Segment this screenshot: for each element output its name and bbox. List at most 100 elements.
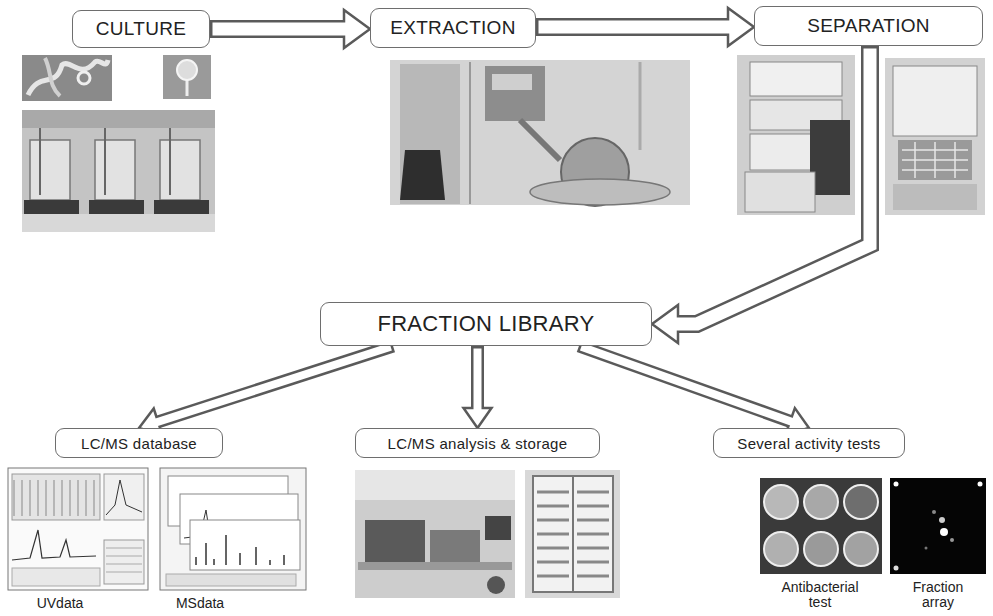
block-arrow (464, 346, 492, 428)
block-arrow (652, 46, 870, 343)
lab-photo-part (430, 530, 480, 562)
fraction-array-photo-part (978, 482, 983, 487)
evaporator-photo-part (485, 66, 545, 121)
well-plate-photo-part (844, 485, 878, 519)
sem-photo-part (28, 60, 108, 95)
output-box: Several activity tests (713, 428, 905, 458)
fraction-array-photo-part (940, 528, 948, 536)
uv-screenshot-part (104, 474, 144, 520)
box-title: LC/MS analysis & storage (388, 435, 568, 452)
stage-box: CULTURE (72, 10, 210, 48)
fermenter-photo-part (22, 110, 215, 128)
output-box: LC/MS analysis & storage (355, 428, 600, 458)
evaporator-photo (390, 60, 690, 206)
storage-photo-part (572, 476, 574, 592)
fraction-array-photo-part (950, 538, 954, 542)
fungus-photo (163, 55, 211, 99)
evaporator-photo-part (639, 62, 642, 150)
fermenter-photo-part (169, 128, 171, 195)
fermenter-photo (22, 110, 215, 232)
evaporator-photo-part (400, 64, 460, 204)
well-plate-photo (760, 478, 882, 574)
box-title: SEPARATION (807, 15, 930, 37)
well-plate-photo-part (760, 478, 882, 574)
fermenter-photo-part (104, 128, 106, 195)
fermenter-photo-part (95, 140, 135, 200)
evaporator-photo-part (492, 74, 532, 90)
collector-photo-part (893, 66, 977, 136)
box-title: Several activity tests (737, 435, 880, 452)
uv-screenshot-part (14, 480, 94, 516)
arrow-head (344, 10, 370, 48)
block-arrow (210, 10, 370, 48)
sem-photo-part (45, 58, 60, 96)
arrow-hollow (474, 349, 482, 412)
stage-box: SEPARATION (754, 6, 983, 46)
well-plate-photo-part (804, 485, 838, 519)
lab-photo (355, 470, 515, 598)
uv-screenshot-part (12, 474, 100, 520)
uv-screenshot-part (8, 468, 148, 590)
fraction-array-photo-part (939, 517, 945, 523)
sem-photo-part (78, 72, 90, 84)
fraction-array-photo (890, 478, 986, 574)
well-plate-photo-part (804, 532, 838, 566)
block-arrow (536, 8, 754, 46)
library-box: FRACTION LIBRARY (320, 302, 652, 346)
lab-photo-part (355, 470, 515, 500)
lab-photo-part (358, 562, 512, 570)
collector-photo (885, 58, 985, 215)
sem-photo-part (22, 55, 112, 101)
fermenter-photo-part (154, 200, 209, 214)
box-title: FRACTION LIBRARY (377, 311, 594, 337)
fermenter-photo-part (89, 200, 144, 214)
arrow-head (652, 305, 678, 343)
output-box: LC/MS database (55, 428, 223, 458)
lab-photo-part (485, 516, 511, 540)
caption-label: Fraction array (903, 580, 973, 610)
sem-photo (22, 55, 112, 101)
arrow-hollow (155, 347, 390, 423)
arrow-head (728, 8, 754, 46)
evaporator-photo-part (400, 150, 445, 200)
uv-screenshot-part (106, 480, 142, 515)
block-arrow (579, 346, 809, 434)
fraction-array-photo-part (890, 478, 986, 574)
uv-screenshot-part (12, 568, 100, 586)
uv-screenshot-part (106, 548, 142, 572)
uv-screenshot-part (12, 530, 96, 560)
fermenter-photo-part (39, 128, 41, 195)
fraction-array-photo-part (932, 510, 936, 514)
storage-photo (525, 470, 620, 598)
fungus-photo-part (177, 60, 197, 80)
hplc-photo-part (745, 172, 815, 212)
well-plate-photo-part (844, 532, 878, 566)
hplc-photo-part (750, 62, 842, 96)
collector-photo-part (902, 142, 968, 178)
fraction-array-photo-part (894, 482, 899, 487)
fermenter-photo-part (24, 200, 79, 214)
stage-box: EXTRACTION (370, 8, 536, 48)
arrow-hollow (581, 347, 793, 422)
ms-screenshot-part (196, 535, 284, 565)
arrow-hollow (213, 23, 348, 36)
collector-photo-part (898, 140, 972, 180)
ms-screenshot (160, 468, 306, 590)
box-title: EXTRACTION (390, 17, 515, 39)
well-plate-photo-part (764, 532, 798, 566)
collector-photo-part (893, 184, 977, 210)
ms-screenshot-part (190, 520, 300, 570)
ms-screenshot-part (166, 574, 296, 586)
uv-screenshot (8, 468, 148, 590)
storage-photo-part (525, 470, 620, 598)
box-title: CULTURE (96, 18, 186, 40)
fraction-array-photo-part (894, 566, 899, 571)
lab-photo-part (365, 520, 425, 562)
lab-photo-part (487, 576, 505, 594)
evaporator-photo-part (530, 179, 670, 205)
caption-label: MSdata (160, 596, 240, 611)
arrow-hollow (539, 21, 732, 34)
fermenter-photo-part (22, 110, 215, 232)
lab-photo-part (355, 470, 515, 598)
